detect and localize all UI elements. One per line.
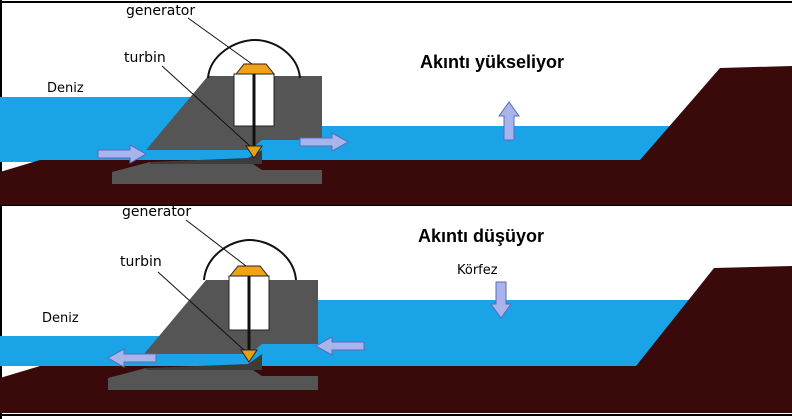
generator-dome	[203, 238, 297, 281]
bay-label: Körfez	[457, 263, 498, 278]
generator-label: generator	[122, 204, 191, 220]
generator-dome	[207, 38, 301, 79]
turbin-leader-line	[157, 271, 245, 351]
turbin-label: turbin	[120, 254, 162, 270]
barrage-base	[112, 162, 322, 184]
flow-arrow-out	[299, 132, 350, 152]
barrage-base	[108, 368, 318, 390]
generator-body	[234, 63, 276, 75]
turbine-blade	[240, 349, 258, 363]
turbin-leader-line	[161, 65, 251, 147]
generator-label: generator	[126, 3, 195, 19]
generator-body	[228, 265, 270, 277]
flow-arrow-out	[106, 348, 157, 368]
generator-leader-line	[185, 219, 247, 267]
sea-label: Deniz	[42, 311, 79, 326]
tide-down-arrow	[490, 281, 512, 319]
sea-label: Deniz	[47, 81, 84, 96]
barrage-channel	[150, 150, 262, 164]
panel-tide-rising: generator turbin Deniz Akıntı yükseliyor	[0, 3, 792, 205]
turbin-label: turbin	[124, 50, 166, 66]
panel-title: Akıntı yükseliyor	[420, 52, 564, 72]
panel-title: Akıntı düşüyor	[418, 226, 544, 246]
barrage-channel	[146, 354, 262, 370]
tide-up-arrow	[498, 101, 520, 141]
turbine-blade	[245, 145, 263, 159]
panel-tide-falling: generator turbin Deniz Körfez Akıntı düş…	[0, 204, 792, 413]
generator-leader-line	[187, 17, 253, 65]
flow-arrow-in	[314, 336, 365, 356]
flow-arrow-in	[97, 144, 148, 164]
